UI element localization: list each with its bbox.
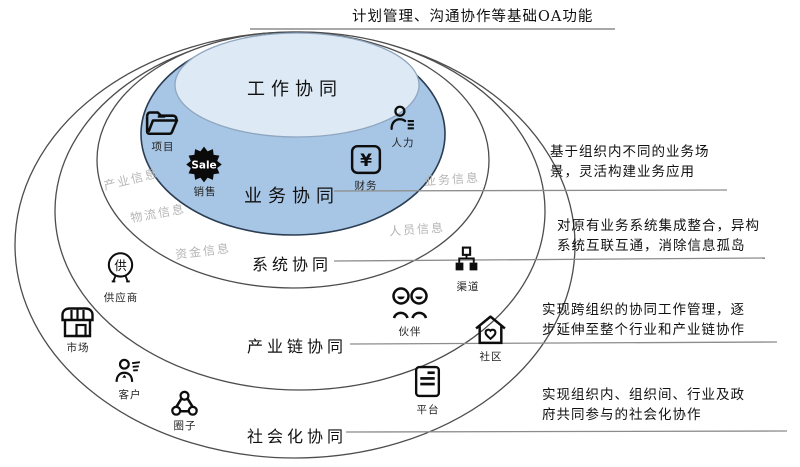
community-icon: [475, 315, 506, 345]
supplier-glyph: 供: [114, 259, 126, 273]
circle-group-icon: [171, 390, 198, 416]
sale-badge-text: Sale: [191, 160, 216, 172]
channel-icon: [455, 246, 478, 271]
channel-label: 渠道: [456, 281, 480, 293]
supplier-label: 供应商: [103, 292, 139, 304]
social-connector-line: [345, 430, 788, 433]
market-icon: [61, 307, 94, 338]
market-label: 市场: [66, 342, 90, 354]
business-connector-line: [333, 189, 728, 192]
industry-chain-connector-line: [349, 341, 778, 345]
finance-icon: ¥: [350, 144, 382, 175]
annotation-business-line1: 基于组织内不同的业务场: [550, 144, 710, 160]
annotation-social-line1: 实现组织内、组织间、行业及政: [542, 387, 745, 403]
hr-person-icon: [390, 105, 414, 130]
platform-label: 平台: [416, 404, 440, 416]
hr-label: 人力: [391, 137, 415, 149]
annotation-system: 对原有业务系统集成整合，异构 系统互联互通，消除信息孤岛: [557, 216, 760, 257]
finance-label: 财务: [354, 180, 378, 192]
annotation-industry-chain-line2: 步延伸至整个行业和产业链协作: [542, 322, 745, 339]
annotation-industry-chain: 实现跨组织的协同工作管理，逐 步延伸至整个行业和产业链协作: [542, 300, 745, 341]
ring-label-work: 工作协同: [247, 79, 343, 100]
ring-work-ellipse: [174, 32, 420, 138]
sales-label: 销售: [193, 186, 217, 198]
annotation-social-line2: 府共同参与的社会化协作: [542, 407, 702, 424]
project-label: 项目: [151, 141, 175, 153]
community-label: 社区: [479, 351, 503, 363]
project-folder-icon: [145, 111, 179, 136]
partner-icon: [392, 287, 428, 319]
ring-label-industry-chain: 产业链协同: [246, 337, 348, 356]
annotation-business-line2: 景，灵活构建业务应用: [550, 164, 695, 181]
customer-label: 客户: [118, 389, 142, 401]
supplier-icon: 供: [107, 252, 134, 283]
annotation-business: 基于组织内不同的业务场 景，灵活构建业务应用: [550, 142, 710, 183]
platform-icon: [414, 365, 441, 398]
ring-label-business: 业务协同: [244, 186, 340, 207]
annotation-industry-chain-line1: 实现跨组织的协同工作管理，逐: [542, 302, 745, 318]
annotation-social: 实现组织内、组织间、行业及政 府共同参与的社会化协作: [542, 385, 745, 426]
sale-badge-icon: Sale: [186, 146, 222, 183]
customer-icon: [115, 358, 141, 382]
system-connector-line: [333, 257, 766, 262]
annotation-system-line2: 系统互联互通，消除信息孤岛: [557, 238, 746, 255]
circle-group-label: 圈子: [173, 420, 197, 432]
ring-label-social: 社会化协同: [246, 427, 348, 446]
top-annotation: 计划管理、沟通协作等基础OA功能: [352, 9, 594, 25]
partner-label: 伙伴: [398, 326, 422, 338]
annotation-system-line1: 对原有业务系统集成整合，异构: [557, 218, 760, 234]
ring-label-system: 系统协同: [251, 255, 333, 274]
finance-glyph: ¥: [360, 151, 372, 171]
